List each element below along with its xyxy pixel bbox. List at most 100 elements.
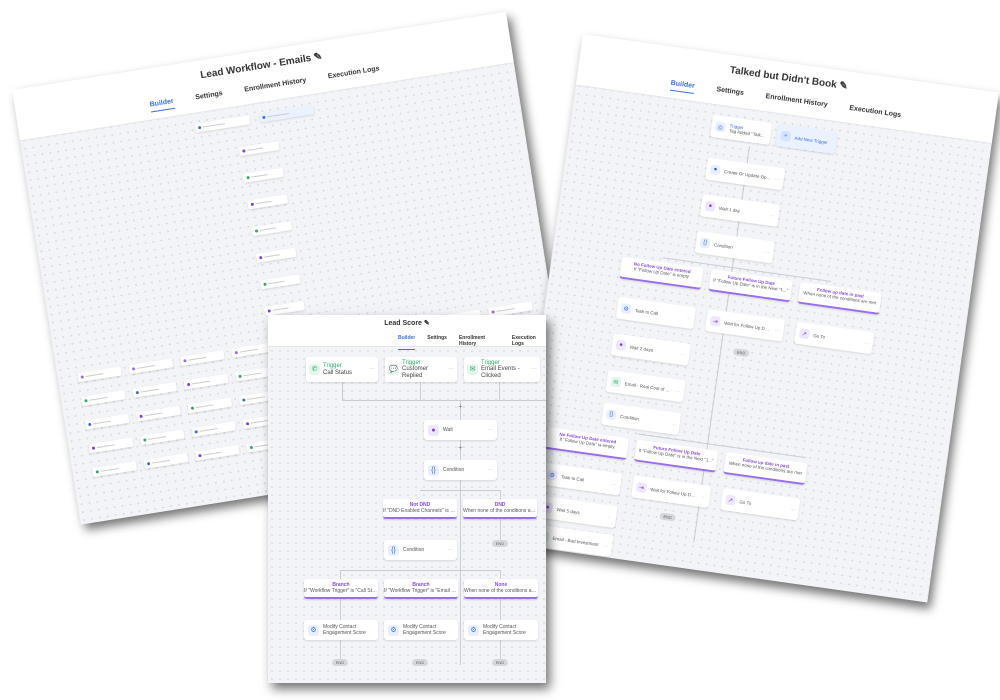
node-icon: [245, 422, 250, 426]
edit-pencil-icon[interactable]: ✎: [313, 51, 324, 64]
workflow-node[interactable]: [258, 105, 315, 123]
task-node[interactable]: ⚙Task to Call···: [615, 296, 697, 330]
more-options-icon[interactable]: ···: [488, 427, 493, 433]
node-label: Wait for Follow Up Date then... or enter…: [650, 486, 698, 498]
condition-node[interactable]: {}Condition···: [694, 230, 775, 264]
end-badge: END: [492, 659, 508, 666]
wait-node[interactable]: ●Wait 2 days···: [610, 333, 691, 366]
branch-sub: If "Workflow Trigger" is "Call Status": [304, 588, 378, 594]
gear-icon: ⚙: [388, 624, 399, 636]
node-label: Email - Bad Investment: [552, 535, 600, 547]
goto-node[interactable]: ↗Go To···: [793, 321, 875, 355]
branch-title: Branch: [412, 582, 430, 588]
tab-bar: Builder Settings Enrollment History Exec…: [268, 335, 546, 350]
tab-settings[interactable]: Settings: [427, 335, 447, 341]
workflow-node[interactable]: [242, 167, 284, 183]
workflow-node[interactable]: [139, 429, 185, 446]
workflow-node[interactable]: [264, 300, 306, 317]
workflow-node[interactable]: [88, 437, 134, 454]
tab-enrollment-history[interactable]: Enrollment History: [243, 76, 307, 94]
modify-score-node[interactable]: ⚙Modify Contact Engagement Score: [304, 620, 378, 640]
email-node[interactable]: ✉Email - Real Cost of Care···: [605, 369, 686, 403]
workflow-node[interactable]: [143, 453, 189, 469]
wait-for-node[interactable]: ⇥Wait for Follow Up Date then... or ente…: [704, 309, 786, 342]
condition-node[interactable]: {} Condition ···: [384, 540, 457, 560]
workflow-node[interactable]: [187, 397, 233, 414]
workflow-node[interactable]: [132, 381, 178, 398]
more-options-icon[interactable]: ···: [448, 366, 454, 373]
edit-pencil-icon[interactable]: ✎: [423, 320, 430, 327]
node-icon: [250, 202, 255, 207]
tab-builder[interactable]: Builder: [149, 97, 175, 113]
talked-but-didnt-book-window: Talked but Didn't Book ✎ Builder Setting…: [511, 34, 999, 603]
workflow-node[interactable]: [247, 194, 289, 210]
node-label: Condition: [619, 413, 640, 422]
task-icon: ⚙: [620, 303, 632, 315]
workflow-node[interactable]: [238, 140, 280, 157]
action-node[interactable]: ●Create Or Update Opportunity···: [704, 157, 786, 191]
tab-settings[interactable]: Settings: [194, 90, 224, 102]
condition-icon: {}: [388, 544, 399, 556]
tab-execution-logs[interactable]: Execution Logs: [511, 335, 536, 347]
more-options-icon[interactable]: ···: [531, 366, 537, 373]
workflow-node[interactable]: [128, 358, 174, 375]
condition-node[interactable]: {}Condition···: [600, 402, 682, 436]
workflow-node[interactable]: [255, 247, 297, 263]
tab-execution-logs[interactable]: Execution Logs: [327, 65, 380, 81]
title-text: Talked but Didn't Book: [729, 64, 838, 91]
tab-builder[interactable]: Builder: [669, 79, 696, 94]
wait-node[interactable]: ●Wait 1 day···: [699, 194, 781, 227]
end-badge: END: [332, 659, 348, 666]
wait-node[interactable]: ●Wait 5 days···: [537, 495, 618, 529]
workflow-node[interactable]: [77, 366, 122, 383]
tab-enrollment-history[interactable]: Enrollment History: [765, 93, 829, 109]
node-label: Task to Call: [560, 473, 585, 482]
workflow-node[interactable]: [191, 421, 236, 438]
node-icon: [95, 470, 100, 474]
node-label: Condition: [403, 547, 425, 553]
tab-builder[interactable]: Builder: [398, 335, 416, 350]
wait-node[interactable]: ●Wait···: [424, 420, 497, 440]
task-node[interactable]: ⚙Task to Call···: [541, 462, 623, 496]
more-options-icon[interactable]: ···: [448, 547, 453, 553]
workflow-node[interactable]: [183, 373, 229, 390]
goto-node[interactable]: ↗Go To···: [720, 487, 801, 521]
workflow-node[interactable]: [84, 413, 130, 430]
trigger-sub: Customer Replied: [402, 366, 429, 379]
tab-settings[interactable]: Settings: [715, 86, 745, 97]
workflow-node[interactable]: [179, 350, 225, 366]
workflow-node[interactable]: [135, 405, 181, 422]
condition-node[interactable]: {}Condition···: [424, 460, 497, 480]
more-options-icon[interactable]: ···: [369, 366, 375, 373]
edit-pencil-icon[interactable]: ✎: [838, 80, 849, 93]
node-icon: [194, 430, 198, 434]
add-new-trigger-button[interactable]: +Add New Trigger: [775, 124, 838, 155]
tab-enrollment-history[interactable]: Enrollment History: [458, 335, 486, 347]
wait-for-node[interactable]: ⇥Wait for Follow Up Date then... or ente…: [631, 475, 712, 509]
node-label: Task to Call: [634, 307, 659, 316]
workflow-node[interactable]: [194, 115, 251, 133]
tab-execution-logs[interactable]: Execution Logs: [848, 104, 902, 120]
workflow-node[interactable]: [251, 220, 293, 237]
workflow-node[interactable]: [259, 274, 301, 290]
modify-score-node[interactable]: ⚙Modify Contact Engagement Score: [384, 620, 458, 640]
workflow-node[interactable]: [194, 444, 240, 461]
workflow-node[interactable]: [80, 390, 126, 406]
node-icon: [254, 229, 259, 233]
more-options-icon[interactable]: ···: [488, 467, 493, 473]
modify-score-node[interactable]: ⚙Modify Contact Engagement Score: [464, 620, 538, 640]
workflow-node[interactable]: [92, 461, 138, 478]
